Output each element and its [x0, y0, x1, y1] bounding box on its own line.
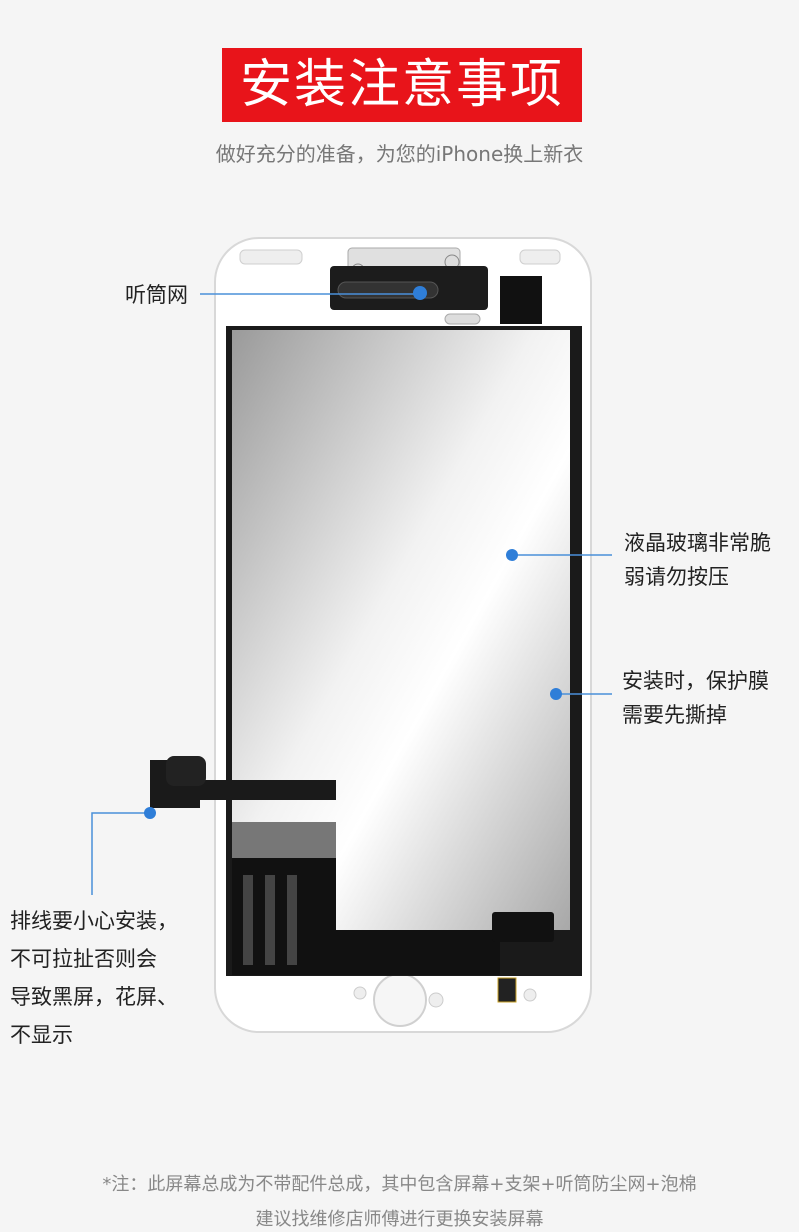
earpiece-callout: 听筒网	[125, 278, 188, 312]
earpiece-bracket	[330, 247, 542, 325]
flex-cable	[150, 756, 554, 1003]
film-label-line1: 安装时，保护膜	[622, 669, 769, 693]
lcd-label-line1: 液晶玻璃非常脆	[624, 531, 771, 555]
footer-advice: 建议找维修店师傅进行更换安装屏幕	[255, 1209, 544, 1230]
lcd-label-line2: 弱请勿按压	[624, 565, 729, 589]
callout-lines	[91, 286, 612, 895]
footer-note: *注：此屏幕总成为不带配件总成，其中包含屏幕+支架+听筒防尘网+泡棉	[102, 1174, 697, 1195]
lcd-callout: 液晶玻璃非常脆 弱请勿按压	[624, 526, 771, 594]
cable-label-line4: 不显示	[10, 1023, 73, 1047]
film-callout: 安装时，保护膜 需要先撕掉	[622, 664, 769, 732]
earpiece-label: 听筒网	[125, 283, 188, 307]
page-title: 安装注意事项	[222, 48, 582, 122]
cable-callout: 排线要小心安装， 不可拉扯否则会 导致黑屏，花屏、 不显示	[10, 902, 178, 1054]
cable-label-line3: 导致黑屏，花屏、	[10, 985, 178, 1009]
cable-label-line1: 排线要小心安装，	[10, 909, 178, 933]
cable-label-line2: 不可拉扯否则会	[10, 947, 157, 971]
film-label-line2: 需要先撕掉	[622, 703, 727, 727]
page-subtitle: 做好充分的准备，为您的iPhone换上新衣	[215, 142, 584, 166]
